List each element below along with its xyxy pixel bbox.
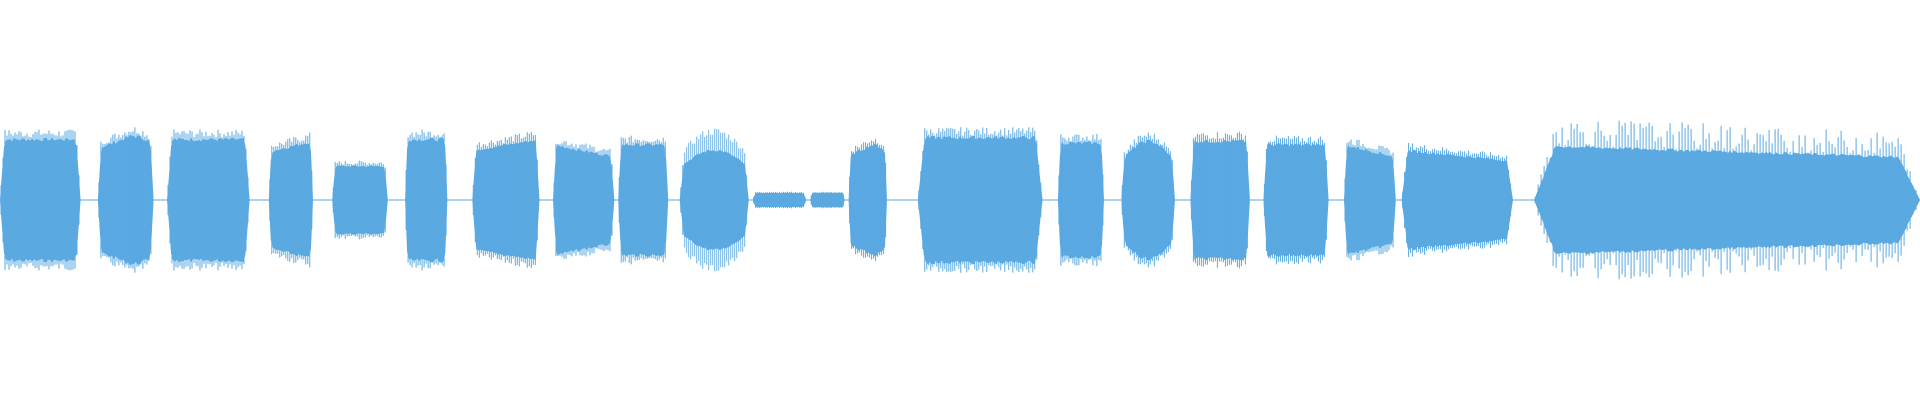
waveform-segment [332, 160, 388, 240]
waveform-segment [679, 128, 749, 272]
waveform-segment [553, 141, 615, 259]
waveform-segment [1534, 120, 1920, 280]
waveform-segment [405, 129, 448, 271]
waveform-segment [97, 127, 154, 273]
waveform-segment [848, 138, 887, 262]
waveform-body [332, 165, 388, 235]
waveform-segment [1344, 139, 1396, 261]
waveform-segment [1401, 143, 1513, 257]
waveform-segment [472, 131, 540, 269]
waveform-body [1344, 145, 1396, 255]
waveform-segment [810, 191, 845, 209]
waveform-body [1401, 149, 1513, 251]
waveform-segment [1263, 135, 1329, 265]
waveform-segment [1190, 131, 1250, 269]
waveform-segment [268, 132, 313, 268]
waveform-segment [618, 135, 669, 265]
waveform-body [97, 135, 154, 265]
waveform-body [0, 137, 81, 263]
waveform-segment [917, 127, 1043, 273]
waveform-segment [167, 129, 250, 271]
waveform-segment [1057, 133, 1104, 267]
waveform-segment [1121, 132, 1175, 268]
waveform-segment [0, 129, 81, 271]
waveform-segment [752, 191, 807, 209]
